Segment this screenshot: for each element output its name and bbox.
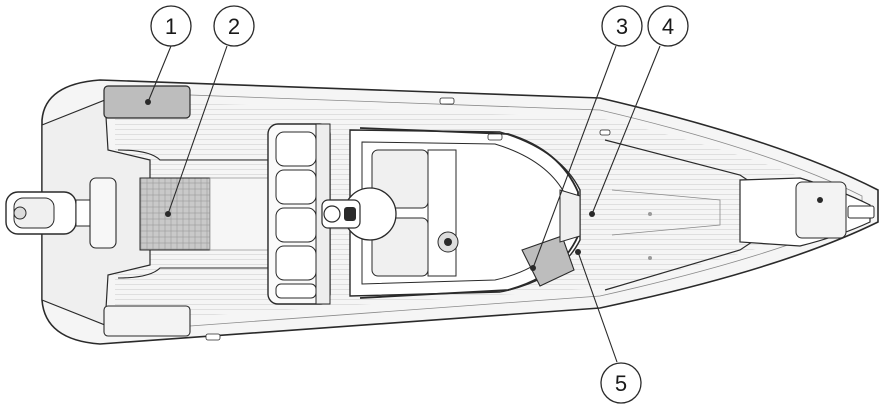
callout-5-label: 5 [615,371,627,396]
jockey-seat [321,187,397,241]
leader-lines [147,45,661,363]
windshield-item-3 [521,189,581,287]
rear-bench [267,123,331,305]
callout-2: 2 [213,5,255,47]
callout-3: 3 [601,5,643,47]
bow-locker [739,177,875,247]
sundeck-item-2 [117,149,269,279]
callout-5: 5 [600,362,642,404]
locker-item-1 [103,85,191,337]
bench-cushions [275,131,317,299]
callout-1-label: 1 [165,14,177,39]
callout-1: 1 [150,5,192,47]
callout-3-label: 3 [616,14,628,39]
callout-2-label: 2 [228,14,240,39]
callout-4: 4 [647,5,689,47]
outboard-engine [5,177,117,249]
callout-4-label: 4 [662,14,674,39]
rail-details [205,97,611,341]
